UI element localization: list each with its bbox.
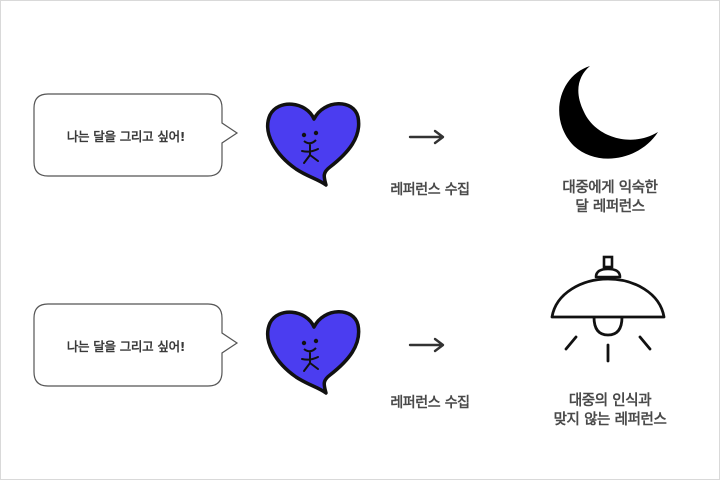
reference-caption: 대중의 인식과 맞지 않는 레퍼런스 bbox=[510, 392, 710, 430]
speech-bubble: 나는 달을 그리고 싶어! bbox=[32, 303, 240, 387]
speech-bubble-shape bbox=[33, 93, 239, 177]
reference-caption: 대중에게 익숙한 달 레퍼런스 bbox=[510, 179, 710, 217]
comparison-row-2: 나는 달을 그리고 싶어! 레퍼런스 수집 대중의 인식과 맞지 않는 레퍼런스 bbox=[0, 255, 720, 455]
caption-line-1: 대중에게 익숙한 bbox=[562, 180, 658, 196]
speech-bubble: 나는 달을 그리고 싶어! bbox=[32, 93, 240, 177]
speech-bubble-text: 나는 달을 그리고 싶어! bbox=[66, 128, 186, 144]
collect-label: 레퍼런스 수집 bbox=[390, 182, 470, 198]
comparison-row-1: 나는 달을 그리고 싶어! 레퍼런스 수집 대중에게 익숙한 달 레퍼런스 bbox=[0, 55, 720, 255]
crescent-moon-icon bbox=[550, 60, 665, 174]
caption-line-2: 맞지 않는 레퍼런스 bbox=[553, 412, 667, 428]
caption-line-1: 대중의 인식과 bbox=[568, 393, 652, 409]
speech-bubble-shape bbox=[33, 303, 239, 387]
speech-bubble-text: 나는 달을 그리고 싶어! bbox=[66, 338, 186, 354]
heart-character-icon bbox=[262, 301, 366, 401]
heart-character-icon bbox=[262, 93, 366, 193]
pendant-lamp-icon bbox=[546, 255, 670, 371]
arrow-right-icon bbox=[408, 127, 448, 147]
arrow-right-icon bbox=[408, 335, 448, 355]
collect-label: 레퍼런스 수집 bbox=[390, 395, 470, 411]
caption-line-2: 달 레퍼런스 bbox=[575, 199, 645, 215]
